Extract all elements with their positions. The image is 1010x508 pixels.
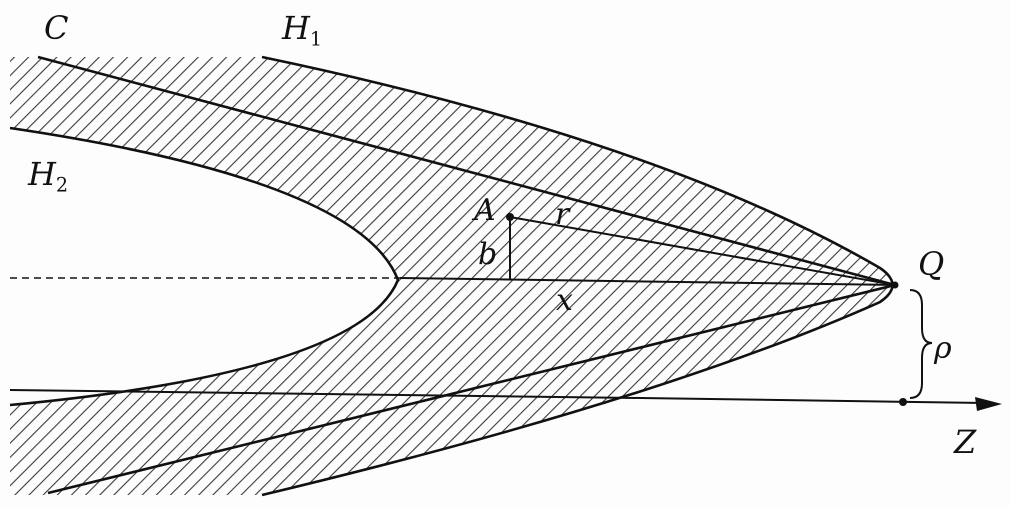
point-A bbox=[506, 213, 514, 221]
label-H1-main: H bbox=[282, 9, 310, 47]
label-Q: Q bbox=[918, 245, 945, 283]
segment-r bbox=[509, 216, 896, 286]
label-C: C bbox=[44, 9, 69, 47]
point-Q bbox=[891, 281, 899, 289]
inner-hyperbola-H2 bbox=[9, 126, 400, 407]
point-on-z-axis bbox=[899, 398, 907, 406]
rho-brace bbox=[909, 289, 933, 399]
z-axis-arrowhead bbox=[975, 397, 1002, 411]
shaded-shell-region bbox=[10, 57, 893, 495]
label-rho: ρ bbox=[934, 331, 952, 366]
axis-solid-line bbox=[399, 277, 896, 286]
label-Z: Z bbox=[954, 423, 977, 461]
label-r: r bbox=[555, 197, 570, 232]
cone-line-upper bbox=[37, 55, 896, 287]
label-A: A bbox=[474, 193, 496, 228]
label-H2-sub: 2 bbox=[55, 173, 69, 197]
label-H2: H2 bbox=[28, 158, 68, 195]
label-H1-sub: 1 bbox=[309, 27, 323, 51]
label-b: b bbox=[478, 237, 498, 272]
label-H2-main: H bbox=[28, 155, 56, 193]
cone-line-lower bbox=[47, 283, 896, 495]
label-H1: H1 bbox=[282, 12, 322, 49]
z-axis-line bbox=[9, 389, 986, 404]
label-x: x bbox=[556, 283, 573, 318]
